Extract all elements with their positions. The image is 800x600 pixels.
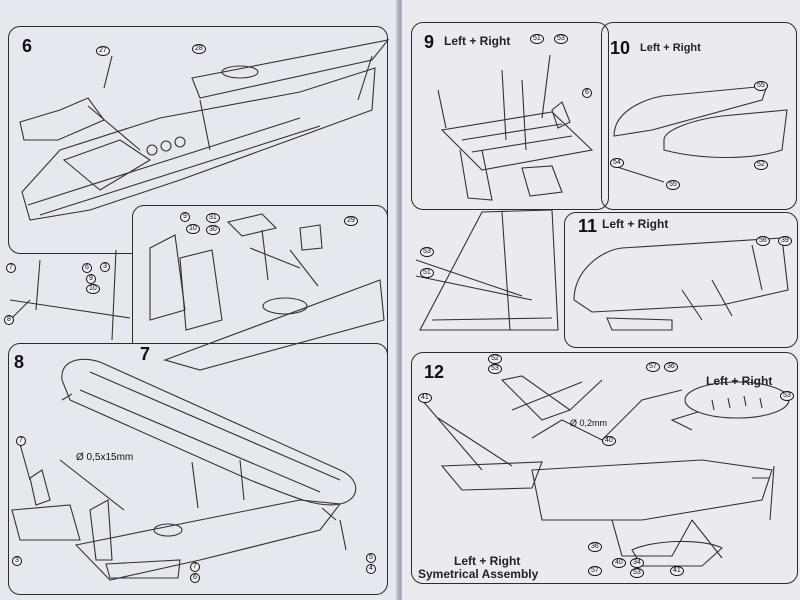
step6-number: 6 (22, 36, 33, 56)
step9-number: 9 (424, 32, 435, 52)
fuselage-drawing (21, 67, 376, 221)
callout: 3 (12, 556, 22, 566)
callout: 55 (666, 180, 680, 190)
lower-fuselage-drawing (74, 499, 342, 581)
upper-wing-drawing (61, 358, 357, 506)
step11-panel (564, 212, 798, 348)
step9-note: Left + Right (444, 34, 511, 48)
book-spine (396, 0, 404, 600)
step12-footer-line2: Symetrical Assembly (418, 567, 539, 581)
callout: 7 (190, 562, 200, 572)
callout: 40 (602, 436, 616, 446)
callout: 51 (530, 34, 544, 44)
callout: 41 (670, 566, 684, 576)
callout: 57 (646, 362, 660, 372)
assembly-drawings-right (415, 54, 790, 567)
step11-number: 11 (578, 216, 598, 236)
step8-dimension: Ø 0,5x15mm (76, 452, 134, 463)
callout: 6 (190, 573, 200, 583)
step11-note: Left + Right (602, 217, 669, 231)
callout: 57 (588, 566, 602, 576)
step8-number: 8 (14, 352, 25, 372)
callout: 52 (488, 354, 502, 364)
callout: 36 (664, 362, 678, 372)
callout: 30 (206, 225, 220, 235)
float-mount-drawing (573, 237, 789, 313)
windshield-part (19, 97, 105, 141)
callout: 53 (488, 364, 502, 374)
step12-note: Left + Right (706, 374, 773, 388)
callout: 53 (420, 247, 434, 257)
callout: 27 (96, 46, 110, 56)
float-drawing (613, 85, 768, 137)
assembly-drawings-left (9, 39, 390, 581)
callout: 6 (82, 263, 92, 273)
step10-number: 10 (610, 38, 631, 58)
float-assembly-drawing (531, 459, 773, 521)
callout: 54 (610, 158, 624, 168)
step10-note: Left + Right (640, 42, 701, 54)
step12-dimension: Ø 0,2mm (570, 418, 608, 428)
callout: 53 (630, 568, 644, 578)
callout: 28 (192, 44, 206, 54)
callout: 41 (418, 393, 432, 403)
callout: 9 (180, 212, 190, 222)
callout: 4 (366, 564, 376, 574)
callout: 39 (778, 236, 792, 246)
callout: 55 (754, 81, 768, 91)
callout: 7 (6, 263, 16, 273)
step7-number: 7 (140, 344, 151, 364)
callout: 52 (754, 160, 768, 170)
step12-footer-line1: Left + Right (454, 554, 521, 568)
left-page: 6 7 8 Ø 0,5x15mm 27 28 7 6 3 9 10 8 9 31… (0, 0, 398, 600)
callout: 10 (86, 284, 100, 294)
callout: 31 (206, 213, 220, 223)
callout: 40 (612, 558, 626, 568)
callout: 34 (630, 558, 644, 568)
callout: 10 (186, 224, 200, 234)
callout: 51 (420, 268, 434, 278)
lower-wing-drawing (440, 111, 594, 171)
callout: 53 (780, 391, 794, 401)
step9-panel (411, 22, 609, 210)
step12-number: 12 (424, 362, 445, 382)
callout: 36 (588, 542, 602, 552)
callout: 56 (756, 236, 770, 246)
callout: 53 (554, 34, 568, 44)
callout: 6 (582, 88, 592, 98)
step12-panel (411, 352, 798, 584)
callout: 29 (344, 216, 358, 226)
callout: 3 (100, 262, 110, 272)
callout: 8 (4, 315, 14, 325)
right-page: 9 Left + Right 10 Left + Right 11 Left +… (402, 0, 800, 600)
fuselage-top-part (191, 39, 390, 99)
tailplane-drawing (11, 504, 81, 541)
step10-panel (601, 22, 797, 210)
callout: 9 (86, 274, 96, 284)
callout: 7 (16, 436, 26, 446)
callout: 5 (366, 553, 376, 563)
tail-fin-drawing (149, 234, 186, 321)
